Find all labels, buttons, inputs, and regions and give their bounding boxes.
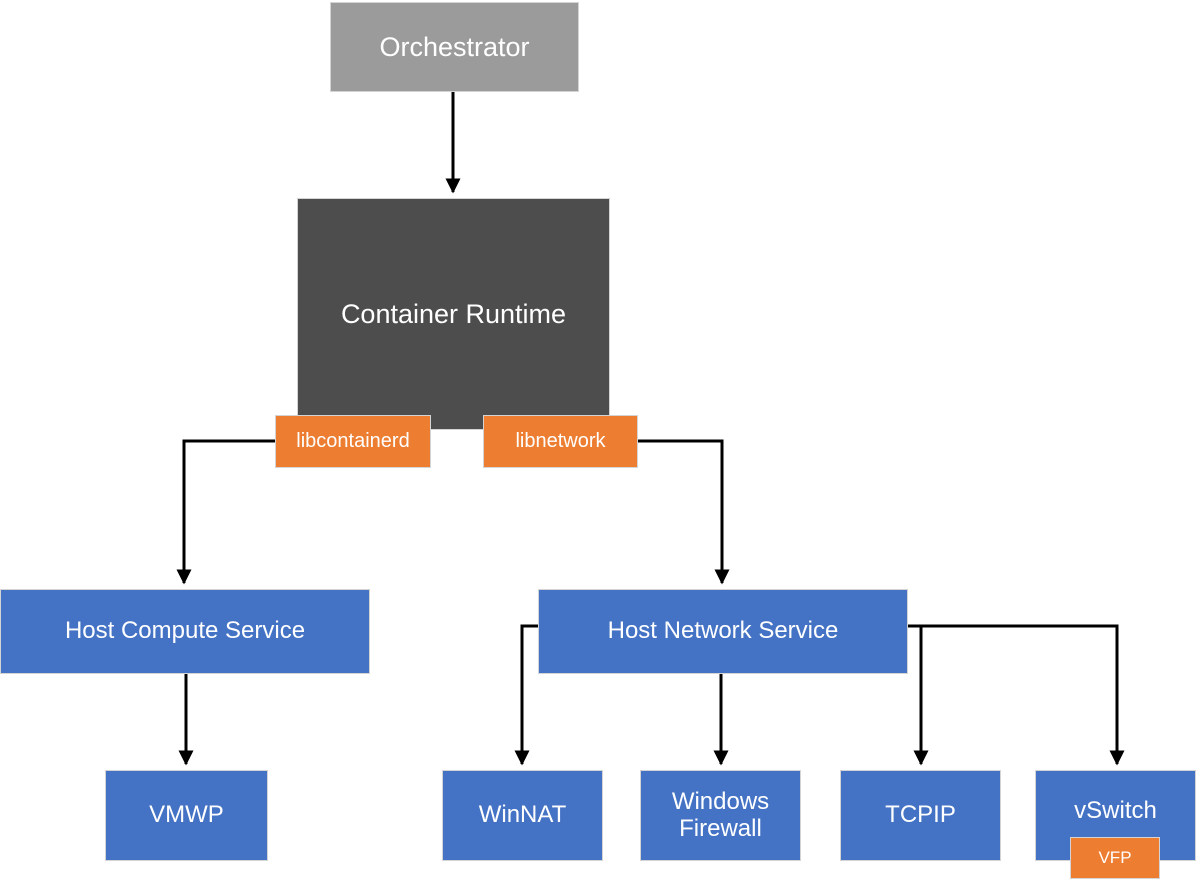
- node-container-runtime-label: Container Runtime: [340, 298, 567, 329]
- node-winnat[interactable]: WinNAT: [442, 770, 603, 861]
- node-vmwp[interactable]: VMWP: [105, 770, 268, 861]
- node-libnetwork-label: libnetwork: [515, 430, 606, 453]
- node-tcpip-label: TCPIP: [885, 801, 956, 829]
- node-host-network-service[interactable]: Host Network Service: [538, 589, 908, 674]
- node-host-network-service-label: Host Network Service: [607, 617, 839, 645]
- node-windows-firewall-label: Windows Firewall: [671, 787, 770, 842]
- node-tcpip[interactable]: TCPIP: [840, 770, 1001, 861]
- node-host-compute-service-label: Host Compute Service: [64, 617, 306, 645]
- node-vswitch-label: vSwitch: [1074, 797, 1157, 824]
- node-libcontainerd[interactable]: libcontainerd: [275, 415, 431, 468]
- node-libnetwork[interactable]: libnetwork: [483, 415, 638, 468]
- node-orchestrator[interactable]: Orchestrator: [330, 2, 579, 92]
- edge-libcontainerd-to-host-compute-service: [176, 439, 275, 585]
- node-vfp-label: VFP: [1098, 848, 1132, 868]
- edge-host-network-service-to-winnat: [514, 624, 538, 766]
- node-vmwp-label: VMWP: [149, 801, 224, 829]
- edge-libnetwork-to-host-network-service: [638, 439, 730, 585]
- edge-host-network-service-to-tcpip: [908, 624, 929, 766]
- node-orchestrator-label: Orchestrator: [379, 31, 530, 62]
- edge-host-network-service-to-vswitch: [908, 624, 1125, 766]
- node-container-runtime[interactable]: Container Runtime: [297, 198, 610, 430]
- node-vfp[interactable]: VFP: [1070, 837, 1160, 879]
- node-windows-firewall[interactable]: Windows Firewall: [640, 770, 801, 861]
- node-host-compute-service[interactable]: Host Compute Service: [0, 589, 370, 674]
- node-winnat-label: WinNAT: [478, 801, 567, 829]
- node-libcontainerd-label: libcontainerd: [296, 430, 410, 453]
